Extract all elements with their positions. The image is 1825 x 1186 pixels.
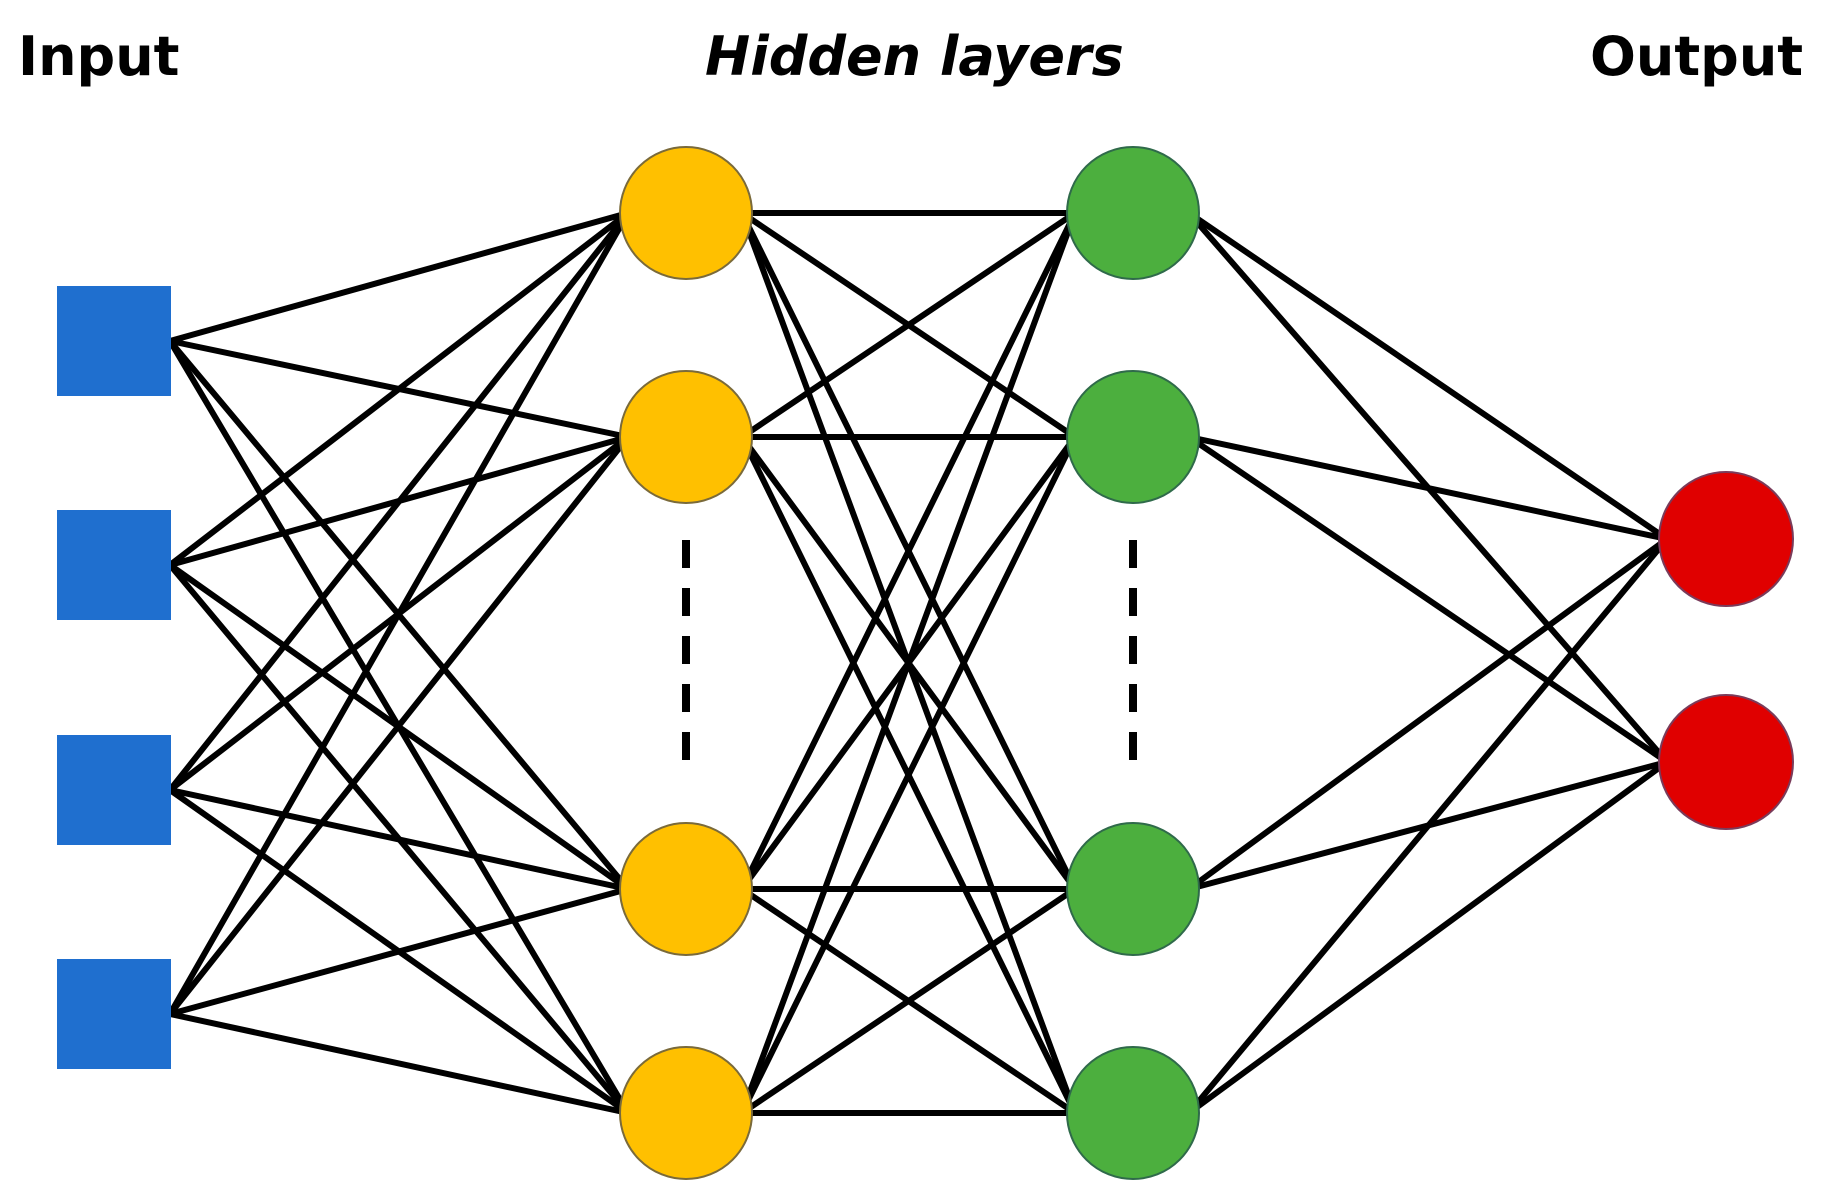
connection-hidden-2-4-to-output-2: [1186, 759, 1670, 1116]
input-node-2: [57, 510, 171, 620]
connection-input-4-to-hidden-1-1: [167, 210, 631, 1017]
input-node-3: [57, 735, 171, 845]
hidden-2-node-4: [1066, 1046, 1200, 1180]
connection-hidden-1-2-to-hidden-2-1: [739, 210, 1078, 440]
connection-hidden-1-4-to-hidden-2-2: [739, 434, 1078, 1116]
connection-input-1-to-hidden-1-1: [167, 210, 631, 344]
hidden-1-node-4: [619, 1046, 753, 1180]
output-layer-label: Output: [1590, 25, 1803, 88]
output-node-2: [1658, 694, 1794, 830]
connection-input-4-to-hidden-1-2: [167, 434, 631, 1017]
node-group: [57, 146, 1794, 1180]
connection-hidden-2-4-to-output-1: [1186, 536, 1670, 1116]
connection-input-4-to-hidden-1-3: [167, 886, 631, 1017]
input-node-1: [57, 286, 171, 396]
output-node-1: [1658, 471, 1794, 607]
connection-group: [167, 210, 1670, 1116]
hidden-2-node-3: [1066, 822, 1200, 956]
connection-input-4-to-hidden-1-4: [167, 1011, 631, 1116]
ellipsis-group: [682, 540, 1137, 780]
connection-hidden-1-4-to-hidden-2-3: [739, 886, 1078, 1116]
connection-hidden-1-3-to-hidden-2-1: [739, 210, 1078, 892]
connection-hidden-2-2-to-output-2: [1186, 434, 1670, 765]
hidden-1-node-2: [619, 370, 753, 504]
connection-hidden-2-2-to-output-1: [1186, 434, 1670, 542]
hidden-1-node-1: [619, 146, 753, 280]
connection-hidden-2-1-to-output-1: [1186, 210, 1670, 542]
input-layer-label: Input: [18, 25, 179, 88]
input-node-4: [57, 959, 171, 1069]
hidden-layers-label: Hidden layers: [705, 25, 1124, 88]
hidden-2-node-2: [1066, 370, 1200, 504]
hidden-2-node-1: [1066, 146, 1200, 280]
connection-input-3-to-hidden-1-3: [167, 787, 631, 892]
connection-hidden-1-4-to-hidden-2-1: [739, 210, 1078, 1116]
connection-input-2-to-hidden-1-1: [167, 210, 631, 568]
connection-hidden-2-3-to-output-1: [1186, 536, 1670, 892]
connection-input-3-to-hidden-1-1: [167, 210, 631, 793]
hidden-1-node-3: [619, 822, 753, 956]
